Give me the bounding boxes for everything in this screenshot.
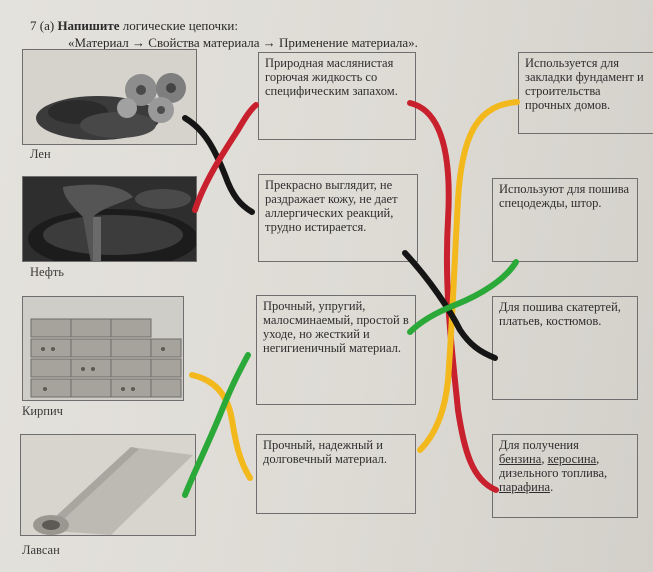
use-box-2: Используют для пошива спецодежды, штор. (492, 178, 638, 262)
marker-line-red-long (407, 100, 499, 493)
marker-line-red-oil (192, 102, 259, 213)
task-chain: «Материал → Свойства материала → Примене… (68, 35, 418, 50)
task-heading: 7 (а) Напишите логические цепочки: (30, 18, 238, 33)
property-box-2: Прекрасно выглядит, не раздражает кожу, … (258, 174, 418, 262)
brick-image (22, 296, 184, 401)
marker-line-yellow-left (189, 372, 253, 481)
material-label-flax: Лен (30, 147, 51, 161)
use-box-4: Для получения бензина, керосина, дизельн… (492, 434, 638, 518)
oil-illustration (23, 177, 196, 261)
use-box-3: Для пошива скатертей, платьев, костюмов. (492, 296, 638, 400)
oil-image (22, 176, 197, 262)
property-box-4: Прочный, надежный и долговечный материал… (256, 434, 416, 514)
use-box-1: Используется для закладки фундамент и ст… (518, 52, 653, 134)
property-box-1: Природная маслянистая горючая жидкость с… (258, 52, 416, 140)
flax-image (22, 49, 197, 145)
brick-illustration (23, 297, 183, 400)
lavsan-image (20, 434, 196, 536)
material-label-oil: Нефть (30, 265, 64, 279)
material-label-brick: Кирпич (22, 404, 63, 418)
flax-illustration (23, 50, 196, 144)
property-box-3: Прочный, упругий, малосминаемый, простой… (256, 295, 416, 405)
material-label-lavsan: Лавсан (22, 543, 60, 557)
marker-line-black-cross (402, 250, 498, 361)
fabric-roll-illustration (21, 435, 195, 535)
